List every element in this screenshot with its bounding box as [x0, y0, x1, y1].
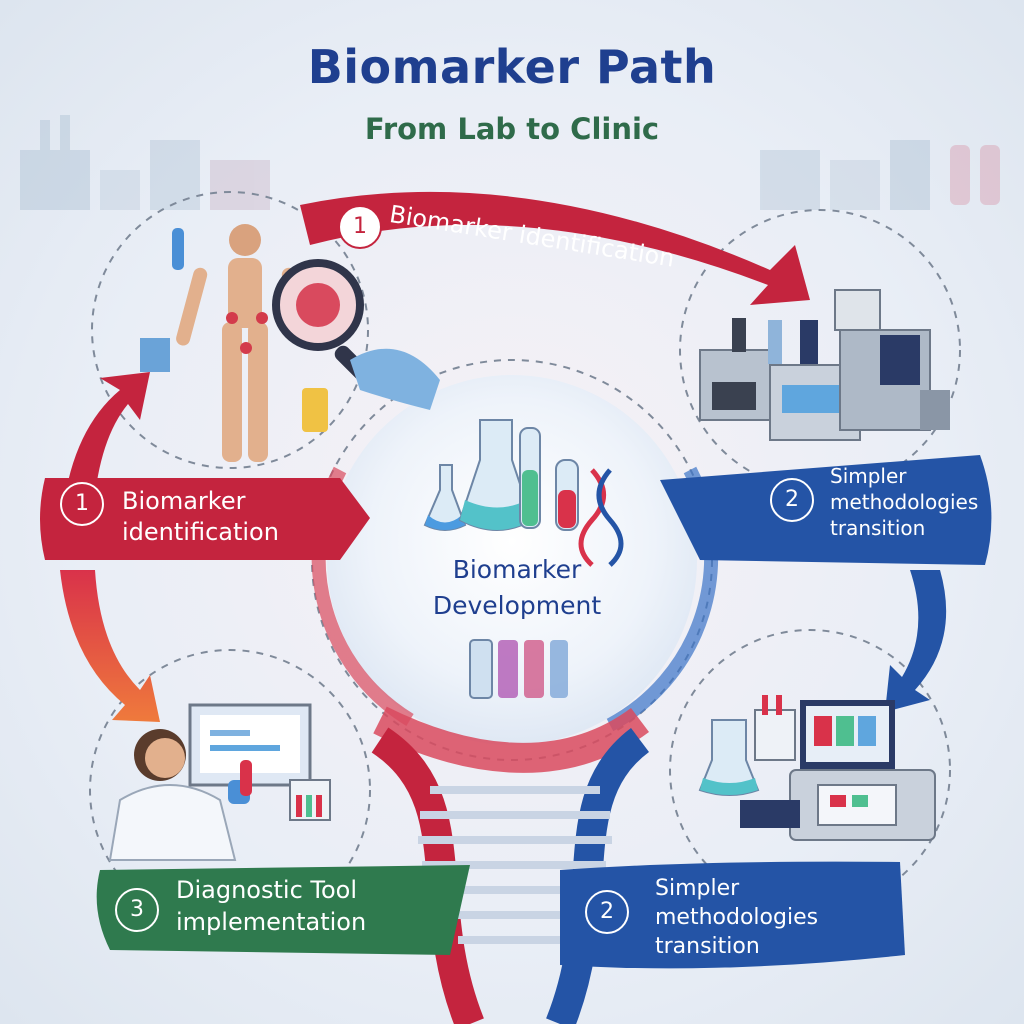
- step-number-right: 2: [770, 478, 814, 522]
- center-circle: [327, 375, 697, 745]
- right-banner: [660, 455, 992, 565]
- step-number-left: 1: [60, 482, 104, 526]
- page-subtitle: From Lab to Clinic: [364, 112, 660, 146]
- top-arrow: [300, 191, 810, 305]
- left-banner-line2: identification: [122, 518, 279, 546]
- left-banner-label: Biomarker identification: [122, 486, 279, 548]
- bottom-left-banner-label: Diagnostic Tool implementation: [176, 874, 366, 938]
- left-banner: [40, 478, 370, 560]
- lab-skyline-left: [20, 115, 270, 210]
- magnifier-icon: [272, 259, 440, 410]
- center-vials-illustration: [469, 639, 568, 699]
- right-banner-line1: Simpler: [830, 464, 907, 488]
- right-banner-line3: transition: [830, 516, 926, 540]
- right-down-arrow: [885, 570, 947, 712]
- bottom-right-banner-line3: transition: [655, 934, 760, 959]
- left-banner-line1: Biomarker: [122, 487, 246, 515]
- bottom-left-banner: [96, 865, 471, 955]
- bottom-right-banner-label: Simpler methodologies transition: [655, 874, 818, 961]
- lab-instruments-illustration: [699, 289, 950, 441]
- center-flasks-illustration: [423, 419, 624, 567]
- bottom-right-banner-line1: Simpler: [655, 876, 740, 901]
- left-down-arrow: [60, 570, 160, 722]
- center-label-line2: Development: [432, 591, 602, 620]
- scientist-illustration: [108, 703, 331, 861]
- diagnostic-device-illustration: [698, 695, 936, 841]
- bottom-left-banner-line1: Diagnostic Tool: [176, 876, 358, 904]
- step-number-bottom-left: 3: [115, 888, 159, 932]
- step-number-top: 1: [338, 205, 382, 249]
- bottom-left-banner-line2: implementation: [176, 908, 367, 936]
- bottom-right-banner: [560, 861, 905, 969]
- step-number-bottom-right: 2: [585, 890, 629, 934]
- right-banner-line2: methodologies: [830, 490, 979, 514]
- sample-vials-left: [140, 228, 328, 432]
- center-label-line1: Biomarker: [452, 555, 582, 584]
- page-title: Biomarker Path: [307, 40, 717, 94]
- lab-skyline-right: [760, 140, 1000, 210]
- dna-helix: [371, 706, 650, 1024]
- bottom-right-banner-line2: methodologies: [655, 905, 819, 930]
- right-banner-label: Simpler methodologies transition: [830, 463, 978, 541]
- center-label: Biomarker Development: [402, 552, 632, 624]
